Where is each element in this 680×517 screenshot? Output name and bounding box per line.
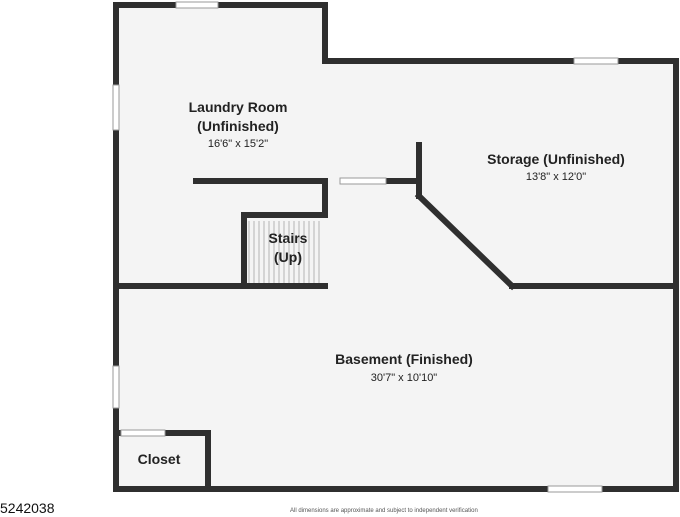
room-laundry: Laundry Room (Unfinished) 16'6" x 15'2" [189, 99, 288, 150]
room-storage-label: Storage (Unfinished) [487, 151, 625, 167]
room-laundry-label-line2: (Unfinished) [197, 118, 279, 134]
room-stairs-label-line1: Stairs [269, 230, 308, 246]
room-storage: Storage (Unfinished) 13'8" x 12'0" [487, 151, 625, 183]
room-laundry-dimensions: 16'6" x 15'2" [208, 138, 268, 150]
doorway-closet [120, 429, 166, 437]
windows [112, 1, 619, 493]
floor-upper [116, 5, 676, 286]
room-basement: Basement (Finished) 30'7" x 10'10" [335, 351, 473, 384]
room-laundry-label-line1: Laundry Room [189, 99, 288, 115]
room-storage-dimensions: 13'8" x 12'0" [526, 171, 586, 183]
room-stairs-label-line2: (Up) [274, 249, 302, 265]
outer-wall [113, 2, 679, 492]
room-stairs: Stairs (Up) [269, 230, 308, 265]
room-closet: Closet [138, 451, 181, 467]
window-top-storage [573, 57, 619, 65]
window-top-laundry [175, 1, 219, 9]
room-basement-label: Basement (Finished) [335, 351, 473, 367]
doorway-laundry [339, 177, 387, 185]
floor-fill [116, 5, 676, 489]
room-closet-label: Closet [138, 451, 181, 467]
listing-id: 5242038 [0, 500, 55, 516]
room-basement-dimensions: 30'7" x 10'10" [371, 372, 438, 384]
storage-wall-diagonal [414, 191, 517, 291]
stairs-treads [248, 221, 320, 283]
window-left-basement [112, 365, 120, 409]
window-bottom-basement [547, 485, 603, 493]
window-left-laundry [112, 84, 120, 131]
floor-basement [116, 286, 676, 489]
disclaimer-text: All dimensions are approximate and subje… [290, 508, 478, 514]
